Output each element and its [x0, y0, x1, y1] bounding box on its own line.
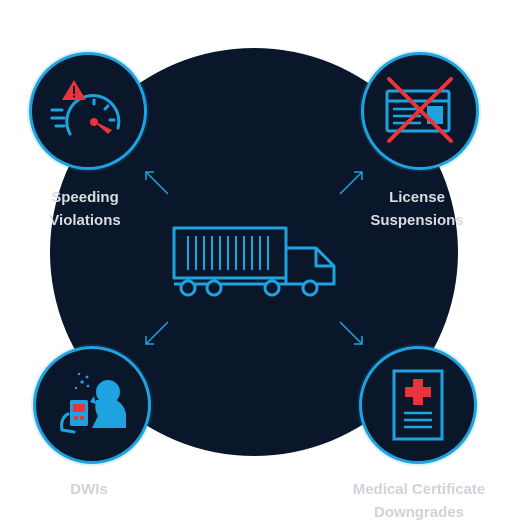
label-medical-certificate-downgrades: Medical Certificate Downgrades	[332, 478, 506, 524]
node-speeding-violations	[29, 52, 147, 170]
label-line: DWIs	[70, 481, 108, 498]
label-line: Suspensions	[370, 212, 464, 229]
label-line: Downgrades	[373, 504, 464, 521]
arrow-top-left-icon	[145, 171, 169, 195]
breathalyzer-icon	[60, 372, 126, 434]
speedometer-warning-icon	[50, 80, 121, 136]
label-license-suspensions: License Suspensions	[354, 186, 480, 232]
label-speeding-violations: Speeding Violations	[22, 186, 148, 232]
semi-truck-icon	[172, 226, 336, 297]
arrow-bottom-right-icon	[339, 321, 363, 345]
arrow-bottom-left-icon	[145, 321, 169, 345]
label-line: License	[389, 189, 445, 206]
node-dwis	[33, 346, 151, 464]
medical-certificate-icon	[392, 369, 444, 441]
label-line: Violations	[49, 212, 121, 229]
node-medical-certificate-downgrades	[359, 346, 477, 464]
arrow-top-right-icon	[339, 171, 363, 195]
label-line: Medical Certificate	[352, 481, 486, 498]
crossed-license-icon	[385, 77, 453, 143]
node-license-suspensions	[361, 52, 479, 170]
label-dwis: DWIs	[26, 478, 152, 501]
label-line: Speeding	[51, 189, 119, 206]
